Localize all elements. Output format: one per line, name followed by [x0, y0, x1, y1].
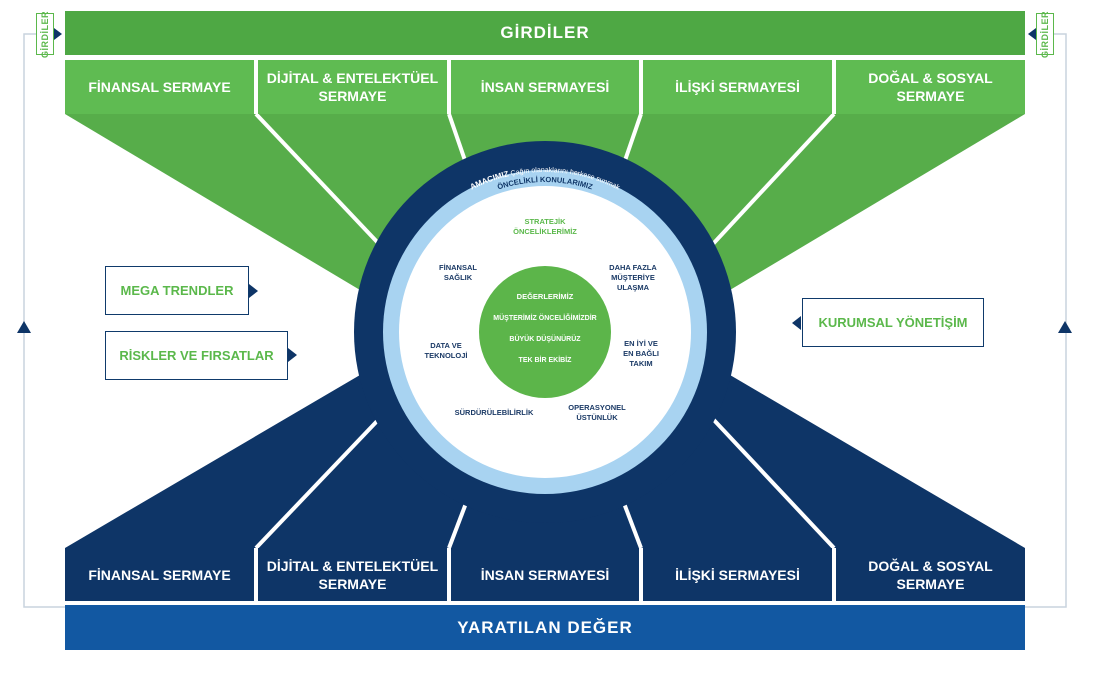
arrow-up-icon — [1058, 321, 1072, 333]
input-separator — [710, 112, 836, 247]
inputs-title: GİRDİLER — [65, 11, 1025, 55]
risks-opportunities-box: RİSKLER VE FIRSATLAR — [105, 331, 288, 380]
arrow-up-icon — [17, 321, 31, 333]
priority-surdurulebilirlik: SÜRDÜRÜLEBİLİRLİK — [455, 408, 534, 417]
output-separator — [620, 497, 643, 549]
value-item: BÜYÜK DÜŞÜNÜRÜZ — [509, 334, 581, 343]
arrow-left-icon — [792, 316, 801, 330]
mega-trends-box: MEGA TRENDLER — [105, 266, 249, 315]
output-separator — [447, 497, 470, 549]
output-capital-finansal: FİNANSAL SERMAYE — [65, 548, 254, 601]
value-created-title: YARATILAN DEĞER — [65, 605, 1025, 650]
values-core — [479, 266, 611, 398]
arrow-right-icon — [288, 348, 297, 362]
left-side-tag: GİRDİLER — [36, 11, 54, 58]
right-feedback-line — [1025, 33, 1067, 608]
input-capital-insan: İNSAN SERMAYESİ — [451, 60, 639, 114]
value-item: TEK BİR EKİBİZ — [519, 356, 573, 364]
arrow-right-icon — [249, 284, 258, 298]
value-item: MÜŞTERİMİZ ÖNCELİĞİMİZDİR — [493, 313, 596, 322]
corporate-governance-box: KURUMSAL YÖNETİŞİM — [802, 298, 984, 347]
output-capital-dijital: DİJİTAL & ENTELEKTÜEL SERMAYE — [258, 548, 447, 601]
arrow-left-icon — [1028, 28, 1036, 40]
output-capital-insan: İNSAN SERMAYESİ — [451, 548, 639, 601]
input-capital-finansal: FİNANSAL SERMAYE — [65, 60, 254, 114]
output-capital-iliski: İLİŞKİ SERMAYESİ — [643, 548, 832, 601]
input-capital-iliski: İLİŞKİ SERMAYESİ — [643, 60, 832, 114]
output-separator — [710, 416, 836, 550]
arrow-right-icon — [54, 28, 62, 40]
values-title: DEĞERLERİMİZ — [517, 292, 574, 301]
input-capital-dogal: DOĞAL & SOSYAL SERMAYE — [836, 60, 1025, 114]
left-feedback-line — [23, 33, 65, 608]
right-side-tag: GİRDİLER — [1036, 11, 1054, 58]
output-separator — [254, 416, 382, 550]
input-capital-dijital: DİJİTAL & ENTELEKTÜEL SERMAYE — [258, 60, 447, 114]
output-capital-dogal: DOĞAL & SOSYAL SERMAYE — [836, 548, 1025, 601]
input-separator — [254, 112, 382, 247]
